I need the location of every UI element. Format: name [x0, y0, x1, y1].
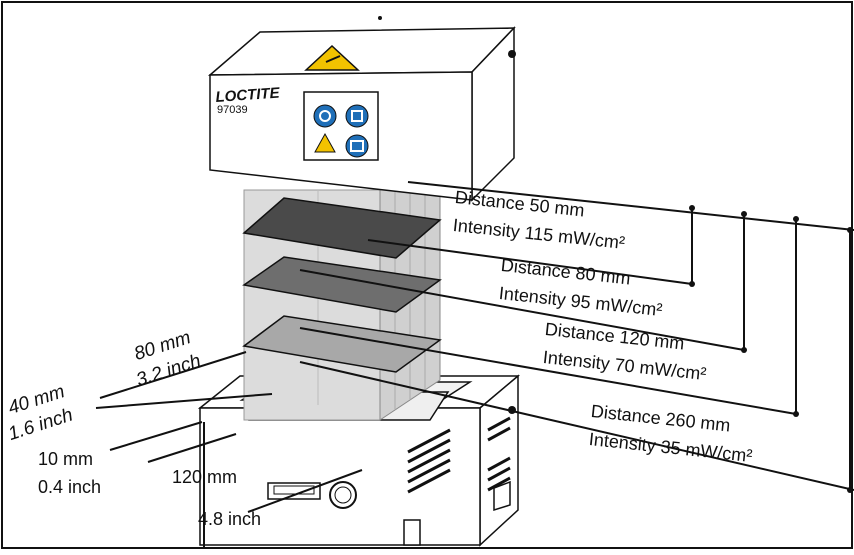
warning-sign — [304, 44, 360, 71]
width-mm-label: 120 mm — [172, 467, 238, 487]
measurement-nodes — [689, 205, 853, 493]
dimension-lines — [95, 351, 363, 548]
gap-inch-label: 0.4 inch — [38, 477, 102, 497]
brand-logo: LOCTITE — [214, 84, 281, 106]
model-number: 97039 — [217, 104, 248, 116]
power-knob — [329, 481, 357, 509]
width-inch-label: 4.8 inch — [198, 509, 262, 529]
measurement-lines — [299, 181, 854, 491]
safety-icons — [313, 104, 369, 158]
gap-mm-label: 10 mm — [38, 449, 94, 469]
lamp-head — [207, 26, 516, 202]
base-vents — [407, 416, 511, 494]
display-panel — [267, 482, 321, 500]
plate-80mm — [242, 256, 442, 313]
plate-120mm — [242, 315, 442, 373]
